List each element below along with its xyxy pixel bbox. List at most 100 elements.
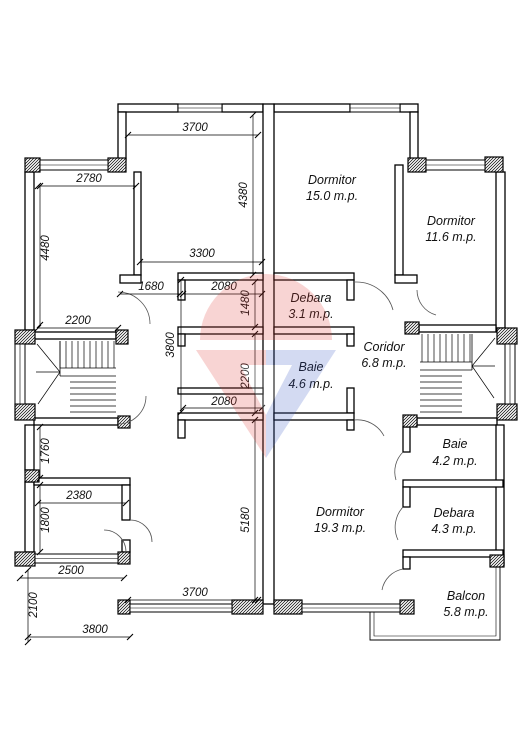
column-hatch	[235, 599, 251, 615]
column-hatch	[117, 163, 127, 173]
window	[34, 553, 119, 564]
dimension-line	[36, 481, 44, 556]
column-hatch	[25, 157, 41, 173]
column-hatch	[407, 157, 412, 162]
column-hatch	[241, 599, 257, 615]
column-hatch	[117, 415, 122, 420]
room-name: Dormitor	[427, 214, 476, 228]
column-hatch	[402, 414, 413, 425]
window	[14, 343, 26, 405]
room-area: 5.8 m.p.	[443, 605, 488, 619]
column-hatch	[405, 415, 418, 428]
door-swing	[103, 529, 127, 553]
column-hatch	[24, 157, 35, 168]
dimension-tick	[132, 182, 140, 190]
column-hatch	[121, 605, 131, 615]
dimension-label: 3800	[165, 332, 177, 358]
column-hatch	[407, 157, 418, 168]
column-hatch	[501, 328, 518, 345]
column-hatch	[493, 162, 504, 173]
column-hatch	[14, 403, 28, 417]
column-hatch	[408, 157, 424, 173]
dimension-tick	[254, 596, 262, 604]
logo-red-triangle	[196, 350, 266, 458]
wall	[418, 324, 497, 333]
room-area: 6.8 m.p.	[361, 356, 406, 370]
dimension-tick	[258, 290, 266, 298]
wall	[394, 164, 404, 276]
column-hatch	[31, 416, 36, 421]
column-hatch	[295, 607, 303, 615]
room-area: 19.3 m.p.	[314, 521, 366, 535]
column-hatch	[21, 330, 36, 345]
structural-column	[24, 469, 40, 483]
column-hatch	[498, 561, 505, 568]
column-hatch	[489, 554, 497, 562]
wall	[119, 274, 142, 284]
wall	[346, 419, 355, 431]
column-hatch	[404, 321, 418, 335]
dimension-label: 2200	[64, 315, 91, 327]
column-hatch	[247, 599, 263, 615]
dimension-label: 2500	[57, 565, 84, 577]
column-hatch	[117, 551, 131, 565]
wall	[495, 171, 506, 329]
column-hatch	[504, 331, 518, 345]
stair-winder	[471, 365, 495, 399]
column-hatch	[14, 329, 25, 340]
column-hatch	[117, 551, 125, 559]
dimension-line	[36, 182, 44, 329]
column-hatch	[123, 421, 131, 429]
column-hatch	[117, 415, 128, 426]
dimension-tick	[177, 408, 185, 416]
dimension-line	[251, 330, 259, 417]
structural-column	[399, 599, 415, 615]
door-swing	[416, 289, 437, 316]
logo-center-triangle	[240, 365, 292, 415]
dimension-line	[34, 182, 140, 190]
column-hatch	[273, 599, 278, 604]
dimension-label: 4480	[40, 235, 52, 261]
column-hatch	[490, 159, 504, 173]
column-hatch	[25, 410, 36, 421]
wall	[273, 272, 355, 281]
column-hatch	[273, 599, 284, 610]
column-hatch	[28, 160, 41, 173]
logo-red-arc	[200, 274, 332, 340]
room-area: 4.6 m.p.	[288, 377, 333, 391]
column-hatch	[114, 160, 127, 173]
column-hatch	[400, 600, 415, 615]
dimension-tick	[36, 182, 44, 190]
column-hatch	[399, 599, 413, 613]
balcony-railing	[373, 567, 497, 637]
dimension-tick	[36, 321, 44, 329]
dimension-tick	[126, 633, 134, 641]
door-swing	[117, 291, 151, 325]
dimension-line	[16, 574, 128, 582]
room-name: Baie	[298, 360, 323, 374]
column-hatch	[256, 607, 264, 615]
column-hatch	[231, 599, 245, 613]
column-hatch	[24, 157, 32, 165]
column-hatch	[286, 599, 302, 615]
wall	[177, 333, 186, 347]
column-hatch	[410, 325, 420, 335]
structural-column	[117, 551, 131, 565]
column-hatch	[501, 404, 518, 421]
wall	[177, 412, 264, 421]
dimension-tick	[258, 404, 266, 412]
column-hatch	[495, 558, 505, 568]
dimension-line	[24, 566, 32, 646]
dimension-line	[249, 111, 257, 279]
column-hatch	[496, 327, 513, 344]
column-hatch	[107, 157, 121, 171]
column-hatch	[504, 407, 518, 421]
wall	[33, 477, 131, 486]
wall	[273, 412, 355, 421]
column-hatch	[119, 335, 129, 345]
column-hatch	[116, 332, 129, 345]
dimension-line	[124, 131, 262, 139]
room-name: Debara	[291, 291, 332, 305]
column-hatch	[27, 470, 40, 483]
column-hatch	[14, 329, 28, 343]
